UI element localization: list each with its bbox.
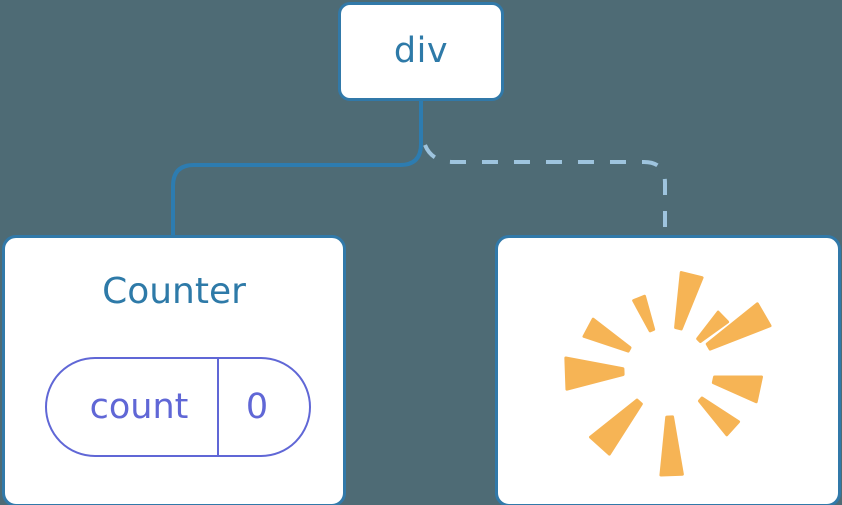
sparkle-ray-9: [632, 294, 656, 333]
node-div-label: div: [393, 31, 449, 71]
connector-div-to-counter: [171, 99, 423, 239]
sparkle-ray-3: [711, 375, 763, 404]
sparkle-ray-0: [674, 271, 704, 331]
sparkle-ray-6: [589, 398, 643, 456]
sparkle-ray-5: [659, 415, 684, 477]
state-pill-count[interactable]: count 0: [45, 357, 311, 457]
node-div[interactable]: div: [338, 2, 504, 101]
sparkle-ray-4: [697, 396, 741, 437]
sparkle-burst-icon: [564, 271, 772, 477]
state-pill-key: count: [47, 359, 219, 455]
connector-div-to-sparkle: [423, 144, 667, 237]
sparkle-ray-1: [696, 310, 730, 344]
sparkle-ray-7: [564, 356, 625, 391]
state-pill-value: 0: [245, 386, 269, 427]
node-counter-label: Counter: [102, 271, 246, 312]
node-counter[interactable]: Counter count 0: [2, 235, 346, 505]
sparkle-ray-2: [705, 302, 772, 351]
sparkle-ray-8: [582, 317, 632, 353]
node-sparkle[interactable]: [495, 235, 841, 505]
